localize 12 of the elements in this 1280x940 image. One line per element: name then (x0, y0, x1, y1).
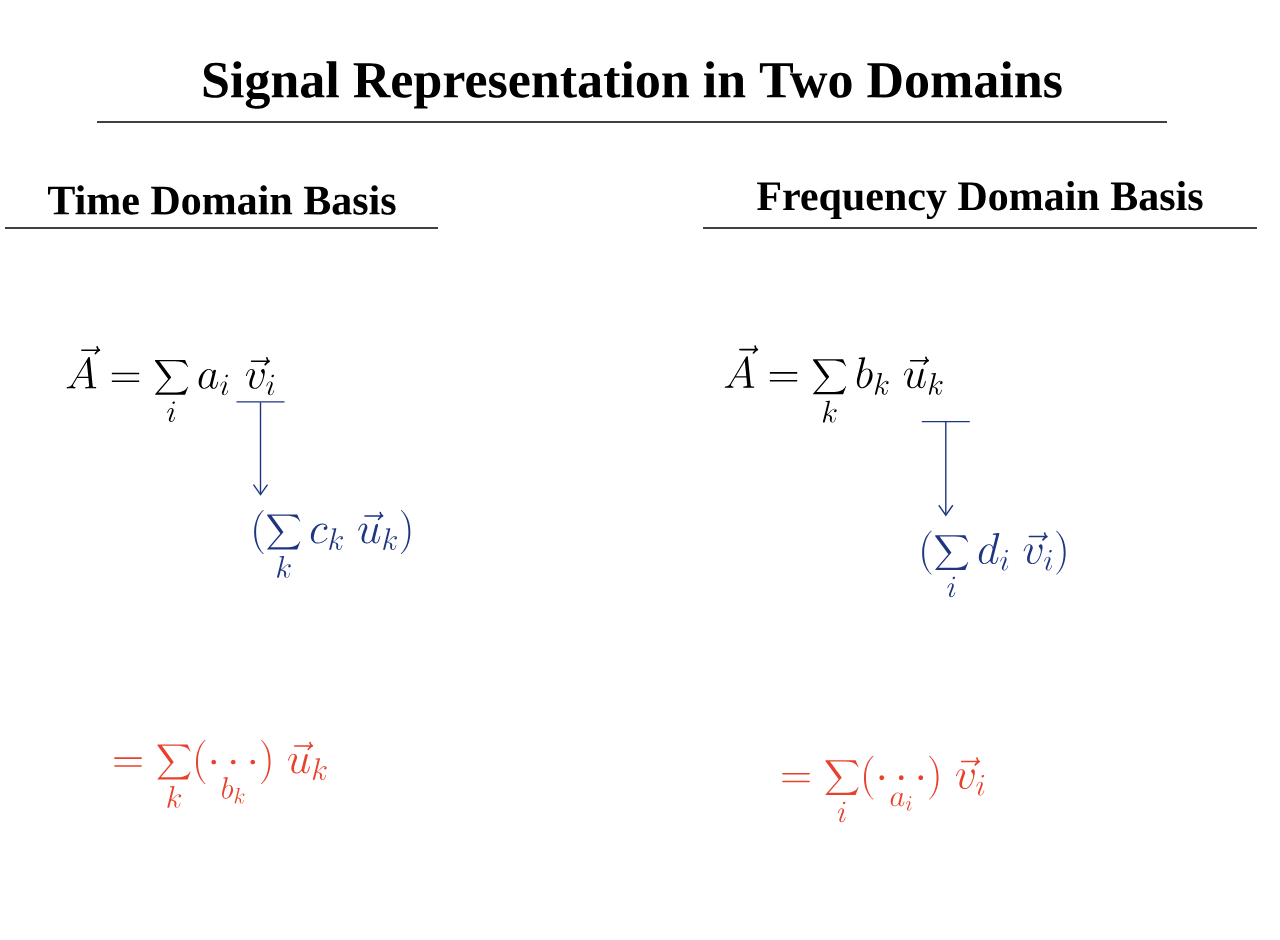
formula: $(\sum_{i} d_{i}\;\vec{v}_{i})$ (922, 530, 1066, 598)
formula: $\vec{v}_{i}$ (245, 357, 275, 396)
title: Signal Representation in Two Domains (96, 61, 1168, 123)
formula: $(\sum_{k} c_{k}\;\vec{u}_{k})$ (254, 510, 411, 578)
arrow (235, 401, 286, 496)
formula: $\vec{A} = \sum_{i} a_{i}$ (66, 345, 229, 422)
formula: $= \sum_{i} (\underset{a_{i}}{\cdots})\;\vec{v}_{i}$ (782, 755, 985, 823)
heading: Frequency Domain Basis (702, 180, 1258, 229)
heading: Time Domain Basis (4, 185, 439, 229)
arrow (921, 420, 971, 517)
formula: $\vec{A} = \sum_{k} b_{k}\;\vec{u}_{k}$ (724, 345, 943, 423)
formula: $= \sum_{k} (\underset{b_{k}}{\cdots})\;\vec{u}_{k}$ (114, 740, 327, 808)
